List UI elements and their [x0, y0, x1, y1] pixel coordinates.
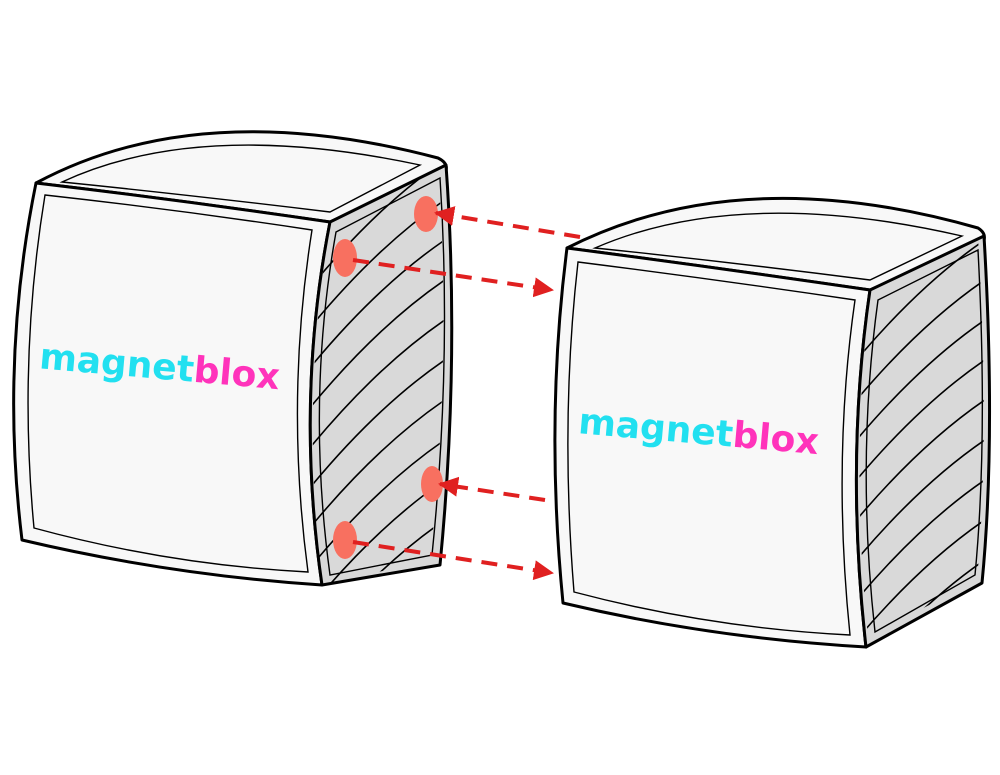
arrow-top-left [434, 206, 581, 239]
cube-left-top-inner [59, 144, 423, 213]
cube-left-front-inner [27, 194, 313, 573]
cube-left-magnet-1 [414, 196, 438, 232]
attraction-arrows [352, 206, 581, 581]
arrow-bottom-right [352, 540, 554, 581]
cube-right-front-inner [567, 261, 856, 636]
cube-left-magnet-2 [333, 239, 357, 277]
cube-left: magnetblox [12, 130, 454, 587]
cube-right-top-inner [592, 212, 965, 281]
cube-left-magnet-3 [421, 466, 443, 502]
cube-right-logo-word2: blox [731, 415, 820, 463]
arrow-bottom-left [438, 476, 546, 502]
cube-left-magnet-4 [333, 521, 357, 559]
cube-right: magnetblox [553, 196, 992, 649]
arrow-top-right [352, 258, 554, 298]
cube-right-side-face [854, 234, 992, 649]
cube-left-logo-word2: blox [192, 350, 281, 398]
